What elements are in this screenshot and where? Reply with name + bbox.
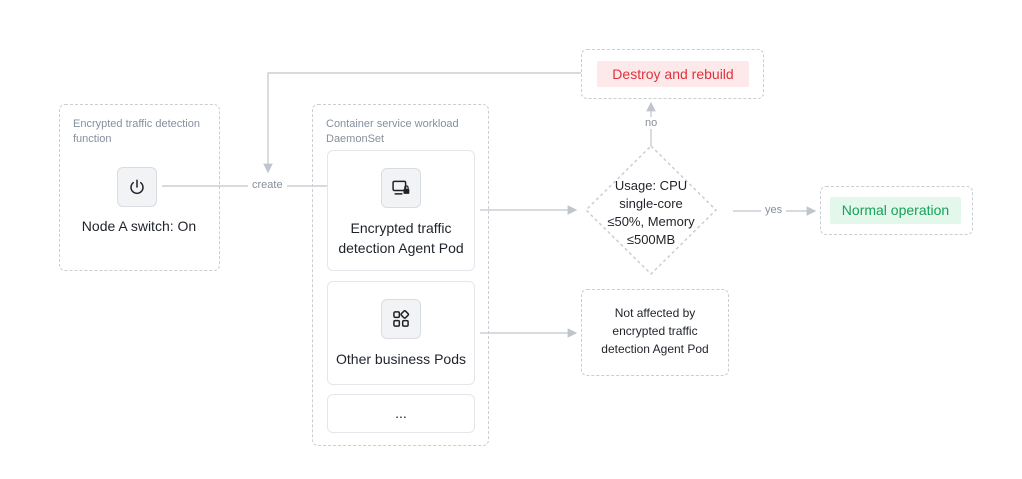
- monitor-lock-icon: [392, 180, 410, 195]
- destroy-box: Destroy and rebuild: [581, 49, 764, 99]
- normal-box: Normal operation: [820, 186, 973, 235]
- not-affected-box: Not affected by encrypted traffic detect…: [581, 289, 729, 376]
- edge-label-create: create: [248, 179, 287, 191]
- more-pods-card[interactable]: ...: [327, 394, 475, 433]
- workload-caption-line2: DaemonSet: [326, 133, 385, 145]
- workload-box: Container service workload DaemonSet Enc…: [312, 104, 489, 446]
- node-switch-label: Node A switch: On: [81, 218, 197, 234]
- decision-text: Usage: CPU single-core ≤50%, Memory ≤500…: [607, 178, 695, 247]
- edge-rebuild-loop: [263, 72, 581, 174]
- other-pods-card[interactable]: Other business Pods: [327, 281, 475, 385]
- power-button[interactable]: [117, 167, 157, 207]
- workload-caption-line1: Container service workload: [326, 118, 459, 130]
- other-pods-icon-box: [381, 299, 421, 339]
- agent-pod-card[interactable]: Encrypted traffic detection Agent Pod: [327, 150, 475, 271]
- normal-operation-label: Normal operation: [830, 197, 961, 224]
- more-pods-ellipsis: ...: [395, 405, 407, 421]
- agent-pod-icon-box: [381, 168, 421, 208]
- edge-label-no: no: [641, 117, 662, 129]
- edge-label-yes: yes: [761, 204, 787, 216]
- power-icon: [130, 179, 144, 195]
- function-box: Encrypted traffic detection function Nod…: [59, 104, 220, 271]
- grid-apps-icon: [393, 310, 410, 327]
- not-affected-text: Not affected by encrypted traffic detect…: [601, 306, 709, 356]
- agent-pod-label: Encrypted traffic detection Agent Pod: [338, 220, 464, 256]
- function-box-caption: Encrypted traffic detection function: [73, 118, 200, 145]
- other-pods-label: Other business Pods: [336, 351, 466, 367]
- destroy-rebuild-label: Destroy and rebuild: [597, 61, 749, 87]
- decision-diamond: [584, 144, 718, 276]
